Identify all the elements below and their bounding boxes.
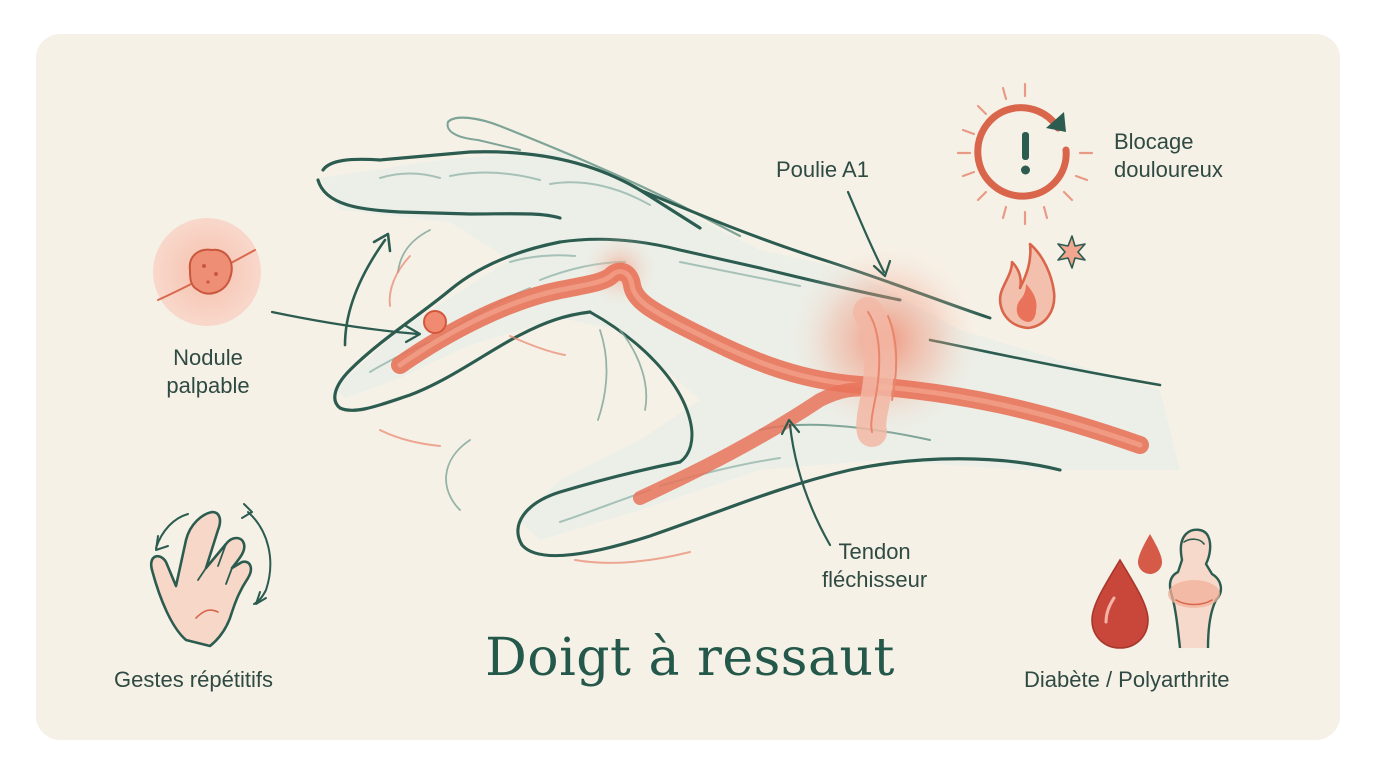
tendon-pointer [780, 418, 832, 547]
conditions-label: Diabète / Polyarthrite [1024, 667, 1230, 692]
clock-warning-icon [956, 82, 1094, 226]
swollen-joint-icon [1168, 528, 1223, 649]
pulley-label: Poulie A1 [776, 157, 869, 182]
snap-motion-arrow [343, 232, 392, 347]
nodule-label: Nodule palpable [166, 345, 250, 398]
thumb-outline [516, 457, 1062, 558]
flame-icon [998, 235, 1086, 330]
hand-motion-icon [149, 503, 272, 648]
repetitive-label: Gestes répétitifs [114, 667, 273, 692]
tendon-nodule [423, 310, 447, 334]
page-title: Doigt à ressaut [485, 628, 895, 688]
hand-fill [320, 150, 1180, 540]
nodule-pointer [270, 310, 422, 344]
nodule-closeup-icon [153, 218, 261, 326]
ring-finger-outline [446, 116, 742, 238]
bent-finger-outline [333, 240, 592, 412]
tendon-label: Tendon fléchisseur [822, 539, 928, 592]
index-finger-outline [316, 150, 702, 230]
blocking-label: Blocage douloureux [1114, 129, 1223, 182]
a1-pulley [853, 297, 898, 447]
flexor-tendon [391, 262, 1149, 505]
blood-drop-icon [1091, 534, 1162, 649]
pulley-pointer [846, 190, 892, 278]
